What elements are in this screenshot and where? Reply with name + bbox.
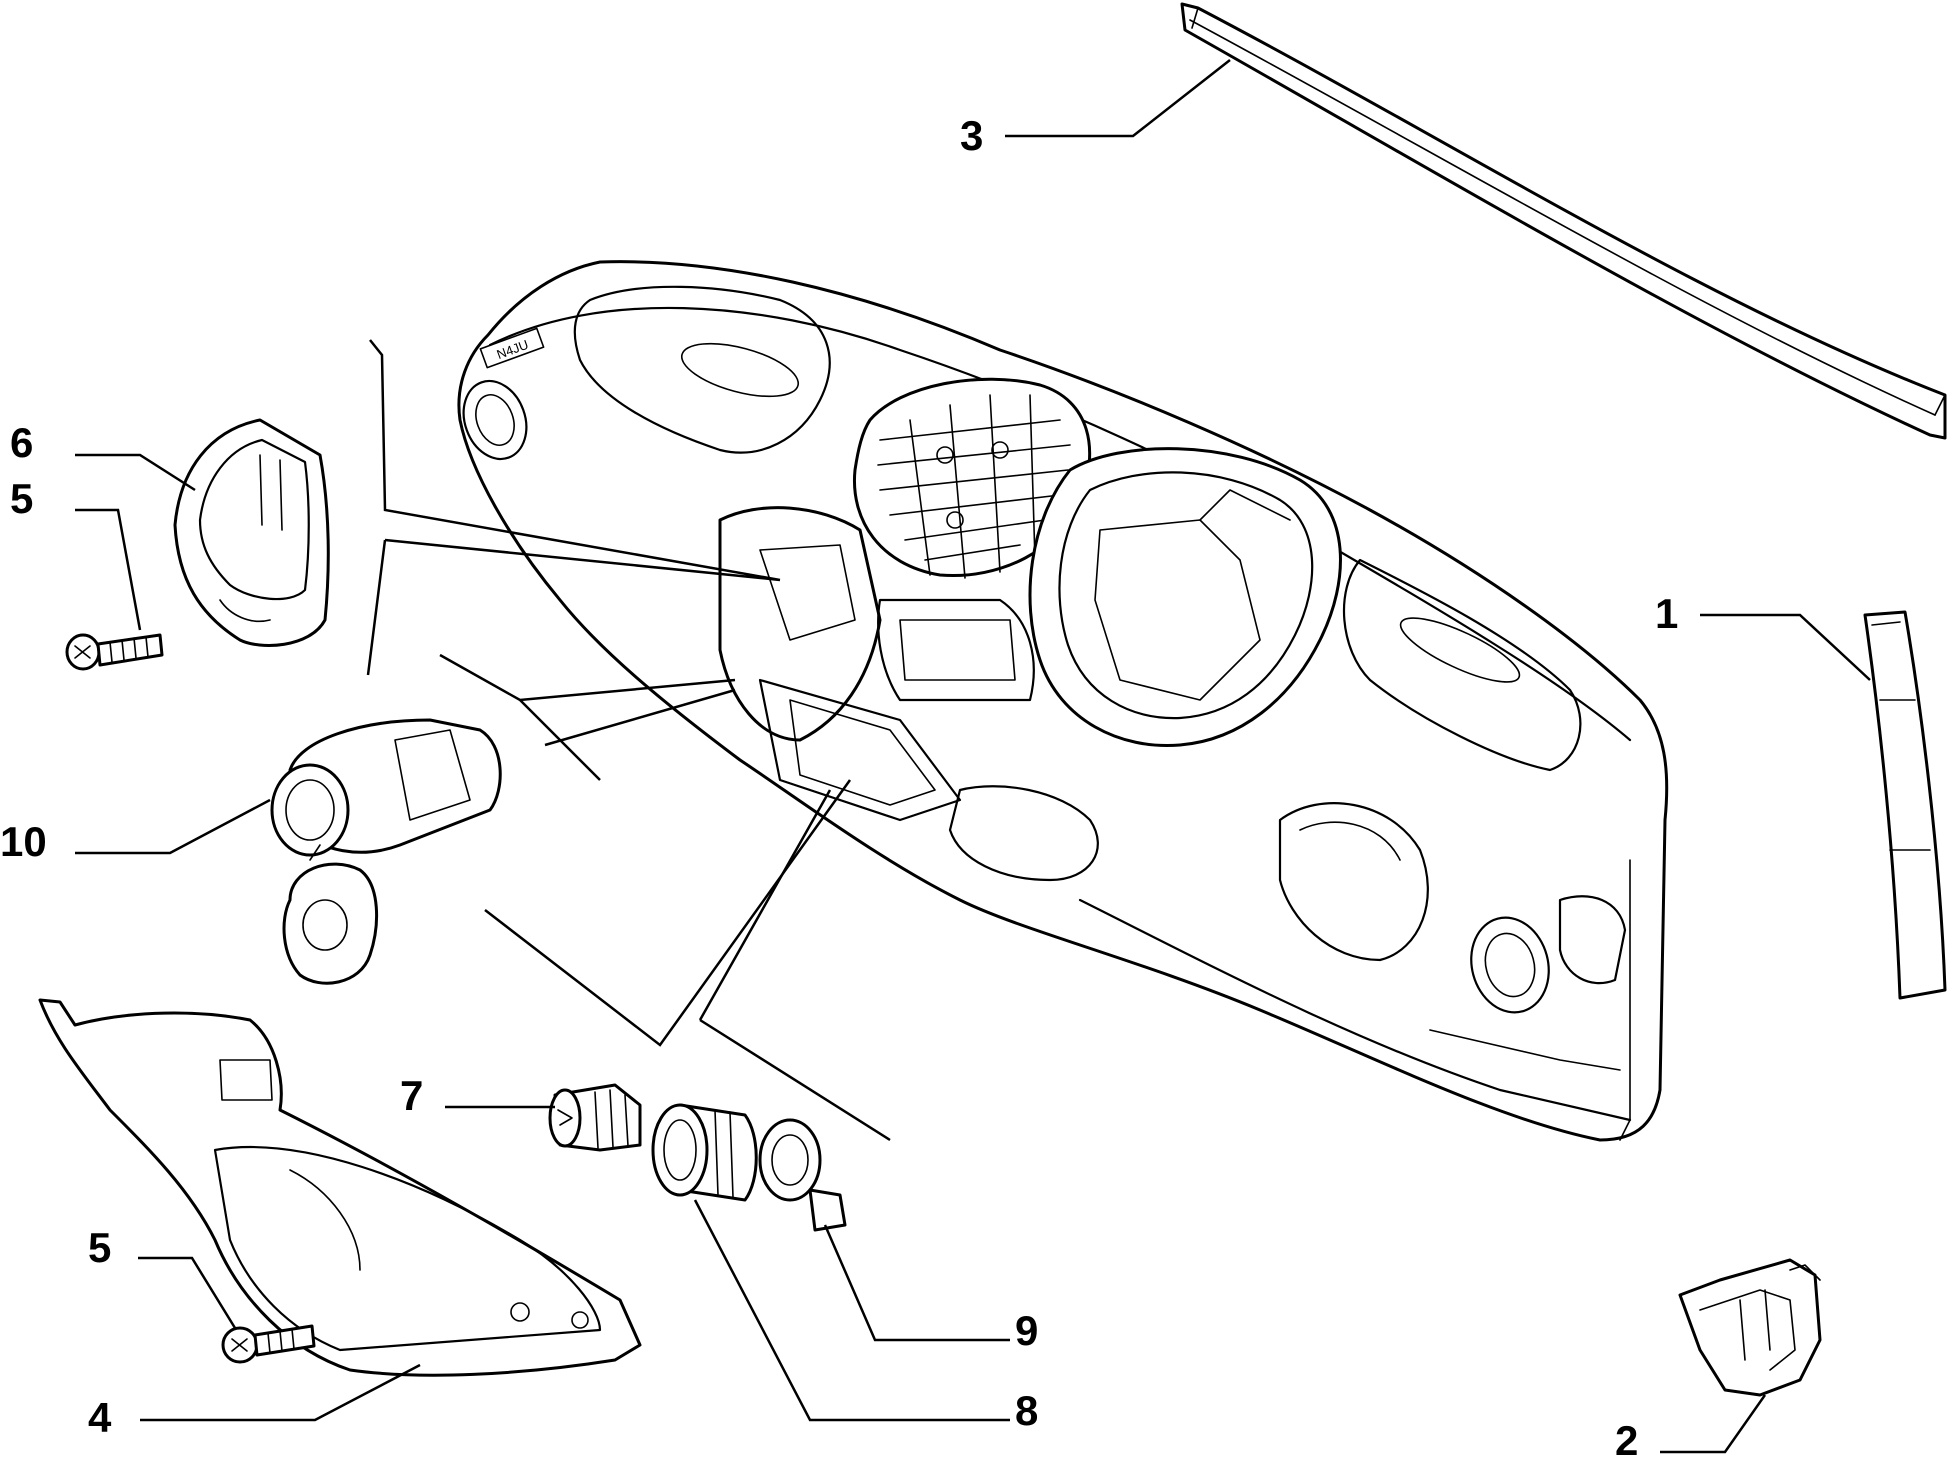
dashboard-panel: N4JU — [457, 260, 1669, 1142]
leader-2 — [1660, 1394, 1767, 1454]
callout-10: 10 — [0, 818, 47, 865]
callout-3: 3 — [960, 112, 983, 159]
leader-3 — [1005, 59, 1231, 138]
callout-7: 7 — [400, 1072, 423, 1119]
center-console-bezel — [718, 506, 1035, 822]
assembly-line-7 — [698, 789, 891, 1142]
part-5-screw-lower — [221, 1324, 316, 1364]
left-air-vent — [462, 379, 528, 461]
callout-5-lower: 5 — [88, 1224, 111, 1271]
callout-1: 1 — [1655, 590, 1678, 637]
assembly-line-10 — [439, 653, 736, 781]
callout-labels: 3 1 6 5 10 7 5 4 9 8 2 — [0, 112, 1678, 1459]
assembly-line-4 — [484, 779, 852, 1047]
callout-6: 6 — [10, 419, 33, 466]
leader-10 — [75, 798, 271, 855]
callout-9: 9 — [1015, 1307, 1038, 1354]
part-8-socket-housing — [651, 1103, 758, 1202]
dashboard-emblem: N4JU — [479, 327, 545, 369]
part-10-power-socket — [270, 718, 502, 985]
leader-8 — [693, 1199, 1010, 1422]
callout-8: 8 — [1015, 1387, 1038, 1434]
center-vent-grille — [852, 377, 1092, 579]
part-3-windscreen-trim-strip — [1180, 2, 1947, 440]
callout-5-upper: 5 — [10, 475, 33, 522]
part-9-socket-cap — [758, 1118, 847, 1232]
part-1-side-trim — [1863, 610, 1947, 1000]
leader-9 — [823, 1224, 1010, 1342]
leader-lines — [75, 59, 1871, 1454]
callout-4: 4 — [88, 1394, 112, 1441]
part-4-lower-console — [38, 998, 642, 1377]
part-6-switch-bezel — [173, 418, 330, 647]
leader-6 — [75, 453, 196, 492]
part-7-lighter-element — [548, 1083, 642, 1152]
leader-5-upper — [75, 508, 142, 631]
assembly-line-6 — [366, 339, 781, 676]
leader-1 — [1700, 613, 1871, 681]
part-2-retaining-clip — [1678, 1258, 1822, 1397]
part-5-screw-upper — [65, 633, 164, 671]
right-air-vent — [1470, 895, 1627, 1014]
instrument-cluster-opening — [1028, 447, 1342, 748]
callout-2: 2 — [1615, 1417, 1638, 1459]
leader-4 — [140, 1363, 421, 1422]
leader-5-lower — [138, 1256, 237, 1329]
